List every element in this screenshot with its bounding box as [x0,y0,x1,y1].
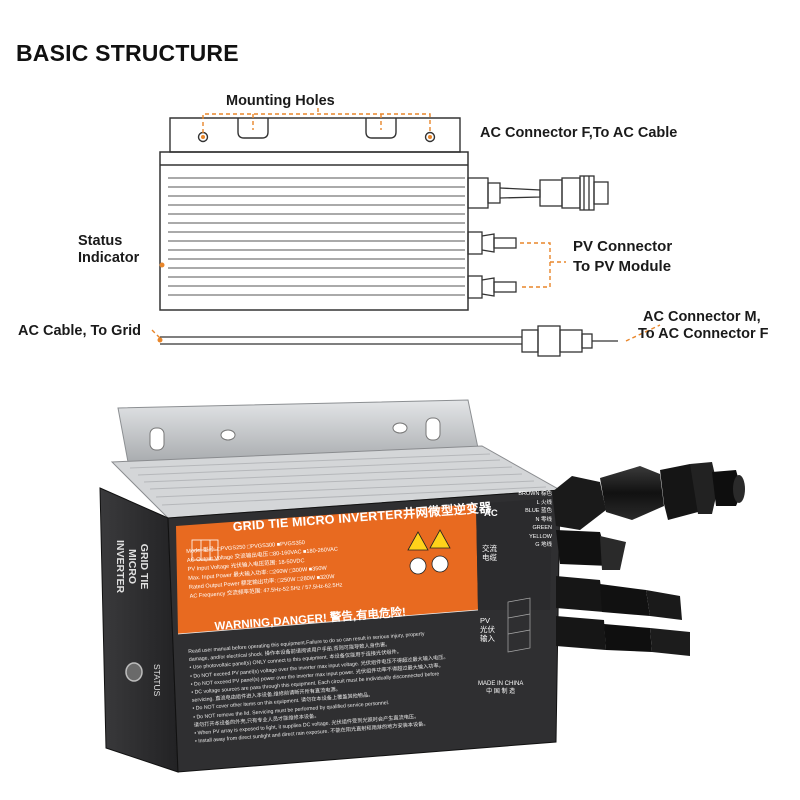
ac-cn-label: 交流 电缆 [482,544,497,562]
pv-connector-label-line2: To PV Module [573,258,672,275]
wire-legend-line: BROWN 棕色 [518,491,552,497]
pv-connector-leader [520,242,566,288]
status-indicator-label-line1: Status [78,233,123,249]
ac-connector-f-label: AC Connector F,To AC Cable [480,125,678,141]
made-in-line: MADE IN CHINA [478,681,524,687]
pv-label-line: 输入 [480,634,495,643]
ac-connector-m-label-line2: To AC Connector F [638,326,769,342]
side-label: GRID TIE MICRO INVERTER [114,540,150,593]
ac-cable-end-dot [157,337,163,343]
pv-connector-label-line1: PV Connector [573,238,673,255]
pv-label: PV 光伏 输入 [480,616,495,643]
wire-legend-line: BLUE 蓝色 [525,508,552,514]
ac-connector-f-drawing [467,175,609,211]
side-label-line: INVERTER [114,540,126,594]
ac-cn-line: 电缆 [482,553,497,562]
pv-connector-drawing [467,231,517,299]
status-indicator-dot [159,262,165,268]
product-side-panel [99,487,179,773]
heatsink-fins [168,177,465,296]
made-in-label: MADE IN CHINA 中 国 制 造 [478,680,523,696]
ac-connector-m-label-line1: AC Connector M, [643,309,761,325]
pv-connectors-product [556,576,690,656]
made-in-line: 中 国 制 造 [486,689,516,695]
orange-label [176,504,478,634]
mounting-flange [169,117,461,153]
structure-diagram [151,108,661,357]
status-label: STATUS [152,664,162,697]
inverter-body-drawing [159,151,469,311]
ac-label: AC [484,508,498,519]
pv-label-line: 光伏 [480,625,495,634]
wire-legend-line: L 火线 [536,499,552,506]
status-indicator-label-line2: Indicator [78,250,140,266]
wire-legend-line: YELLOW [529,533,552,540]
pv-label-line: PV [480,616,491,625]
ac-cable-grid-label: AC Cable, To Grid [18,323,141,339]
mounting-holes-leader [202,108,431,133]
wire-legend-line: N 零线 [535,516,552,523]
ac-cn-line: 交流 [482,544,497,553]
wire-legend: BROWN 棕色 L 火线 BLUE 蓝色 N 零线 GREEN YELLOW … [512,490,552,550]
side-label-line: MICRO [126,549,138,585]
warning-symbols [407,529,451,575]
side-label-line: GRID TIE [138,543,150,590]
wire-legend-line: GREEN [532,525,552,531]
wire-legend-line: G 地线 [535,542,552,548]
status-light [125,662,143,682]
ac-cable-drawing [160,325,618,357]
mounting-holes-label: Mounting Holes [226,93,335,109]
solar-panel-label-icon [191,539,219,561]
page-title: BASIC STRUCTURE [16,40,239,66]
product-illustration [99,399,745,773]
ac-connector-product [552,462,745,530]
